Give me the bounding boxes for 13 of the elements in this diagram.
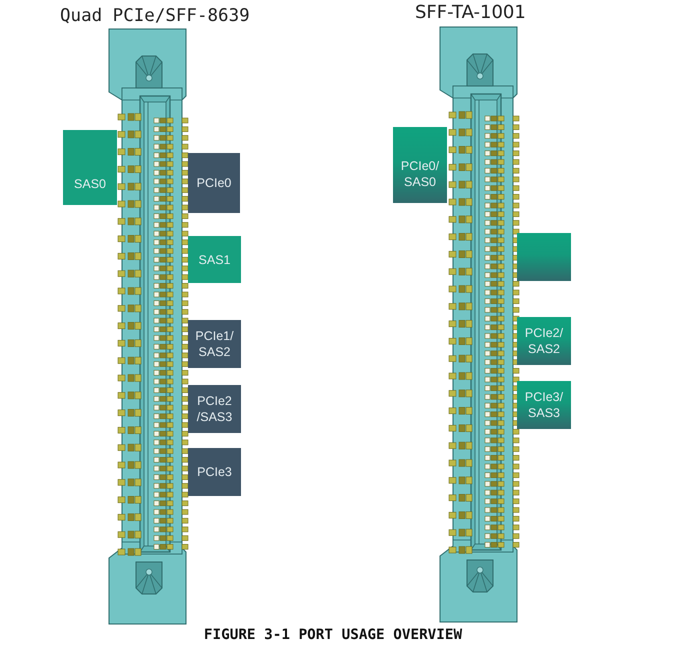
port-box: PCIe0/ SAS0 <box>393 127 447 203</box>
port-box: SAS0 <box>63 130 117 205</box>
port-box: PCIe1/ SAS2 <box>188 320 241 368</box>
port-box: PCIe2/ SAS2 <box>517 317 571 365</box>
port-box: PCIe3 <box>188 448 241 496</box>
port-box: PCIe0 <box>188 153 240 213</box>
connector-title: SFF-TA-1001 <box>415 3 526 23</box>
port-box: PCIe2 /SAS3 <box>188 385 241 433</box>
port-box <box>517 233 571 281</box>
connector-title: Quad PCIe/SFF-8639 <box>60 6 250 26</box>
port-box: SAS1 <box>188 236 241 283</box>
figure-caption: FIGURE 3-1 PORT USAGE OVERVIEW <box>204 627 462 643</box>
port-box: PCIe3/ SAS3 <box>517 381 571 429</box>
